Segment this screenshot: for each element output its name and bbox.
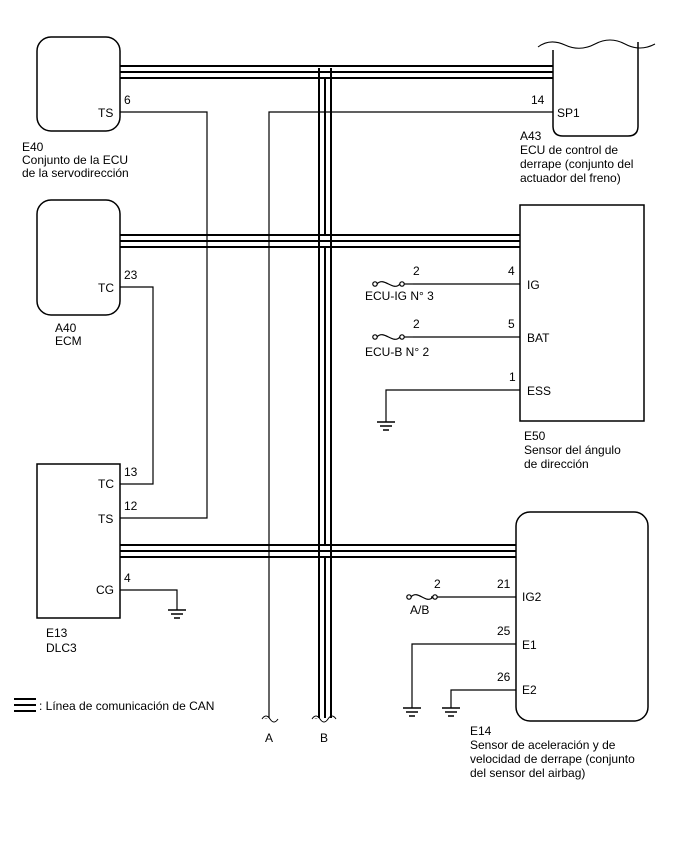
e14-pin-ig2-label: IG2: [522, 590, 542, 604]
e50-pin-ig-label: IG: [527, 278, 540, 292]
e40-name-1: Conjunto de la ECU: [22, 153, 128, 167]
e13-code: E13: [46, 626, 68, 640]
e40-name-2: de la servodirección: [22, 166, 129, 180]
can-line-legend-text: : Línea de comunicación de CAN: [39, 699, 214, 713]
a40-pin-tc-num: 23: [124, 268, 138, 282]
e50-fuse-b-num: 2: [413, 317, 420, 331]
e50-pin-ess-label: ESS: [527, 384, 551, 398]
e13-name-1: DLC3: [46, 641, 77, 655]
e50-pin-bat-num: 5: [508, 317, 515, 331]
e14-fuse-label: A/B: [410, 603, 429, 617]
e50-pin-ess-num: 1: [509, 370, 516, 384]
a43-pin-sp1-label: SP1: [557, 106, 580, 120]
e40-pin-ts-label: TS: [98, 106, 113, 120]
a43-code: A43: [520, 129, 542, 143]
e14-box: [515, 511, 649, 722]
a40-pin-tc-label: TC: [98, 281, 114, 295]
ground-e1-icon: [403, 707, 421, 717]
e50-fuse-ig-label: ECU-IG N° 3: [365, 289, 434, 303]
e14-pin-e2-num: 26: [497, 670, 511, 684]
e13-pin-tc-label: TC: [98, 477, 114, 491]
ground-e2-icon: [442, 707, 460, 717]
e14-fuse-num: 2: [434, 577, 441, 591]
e14-name-2: velocidad de derrape (conjunto: [470, 752, 635, 766]
a43-name-1: ECU de control de: [520, 143, 618, 157]
fuse-symbols: [372, 281, 438, 600]
bus-a-label: A: [265, 731, 273, 745]
e50-fuse-ig-num: 2: [413, 264, 420, 278]
a40-code: A40: [55, 321, 77, 335]
can-bus-mid: [120, 234, 520, 248]
can-bus-trunk: [318, 68, 332, 718]
e14-code: E14: [470, 724, 492, 738]
e14-pin-e2-label: E2: [522, 683, 537, 697]
can-junction-gaps: [320, 67, 330, 556]
e40-box: [36, 36, 121, 132]
e14-pin-e1-label: E1: [522, 638, 537, 652]
a40-box: [36, 199, 121, 316]
e50-pin-ig-num: 4: [508, 264, 515, 278]
bus-line-caps: [260, 719, 338, 729]
can-bus-bottom: [120, 544, 516, 558]
a43-name-3: actuador del freno): [520, 171, 621, 185]
can-line-legend-icon: [14, 698, 36, 712]
e50-code: E50: [524, 429, 546, 443]
e13-pin-tc-num: 13: [124, 465, 138, 479]
a43-pin-sp1-num: 14: [531, 93, 545, 107]
ground-symbols: [168, 421, 460, 717]
a43-box: [552, 42, 639, 137]
e14-pin-e1-num: 25: [497, 624, 511, 638]
e50-fuse-b-label: ECU-B N° 2: [365, 345, 429, 359]
bus-b-label: B: [320, 731, 328, 745]
e14-pin-ig2-num: 21: [497, 577, 511, 591]
fuse-ecu-ig-icon: [372, 281, 413, 287]
e50-name-1: Sensor del ángulo: [524, 443, 621, 457]
e14-name-1: Sensor de aceleración y de: [470, 738, 616, 752]
e50-pin-bat-label: BAT: [527, 331, 550, 345]
a43-name-2: derrape (conjunto del: [520, 157, 633, 171]
fuse-ab-icon: [406, 594, 438, 600]
bus-break-marks-top: [261, 715, 337, 723]
a40-name-1: ECM: [55, 334, 82, 348]
a43-break-icon: [537, 39, 656, 49]
can-bus-top: [120, 65, 553, 79]
ground-cg-icon: [168, 609, 186, 619]
e14-name-3: del sensor del airbag): [470, 766, 585, 780]
e50-box: [519, 204, 645, 422]
ground-ess-icon: [377, 421, 395, 431]
e13-pin-cg-label: CG: [96, 583, 114, 597]
e40-code: E40: [22, 140, 44, 154]
e13-pin-ts-num: 12: [124, 499, 138, 513]
signal-wires: [120, 111, 553, 718]
fuse-ecu-b-icon: [372, 334, 413, 340]
e40-pin-ts-num: 6: [124, 93, 131, 107]
e13-pin-cg-num: 4: [124, 571, 131, 585]
e50-name-2: de dirección: [524, 457, 589, 471]
e13-pin-ts-label: TS: [98, 512, 113, 526]
e13-box: [36, 463, 121, 619]
